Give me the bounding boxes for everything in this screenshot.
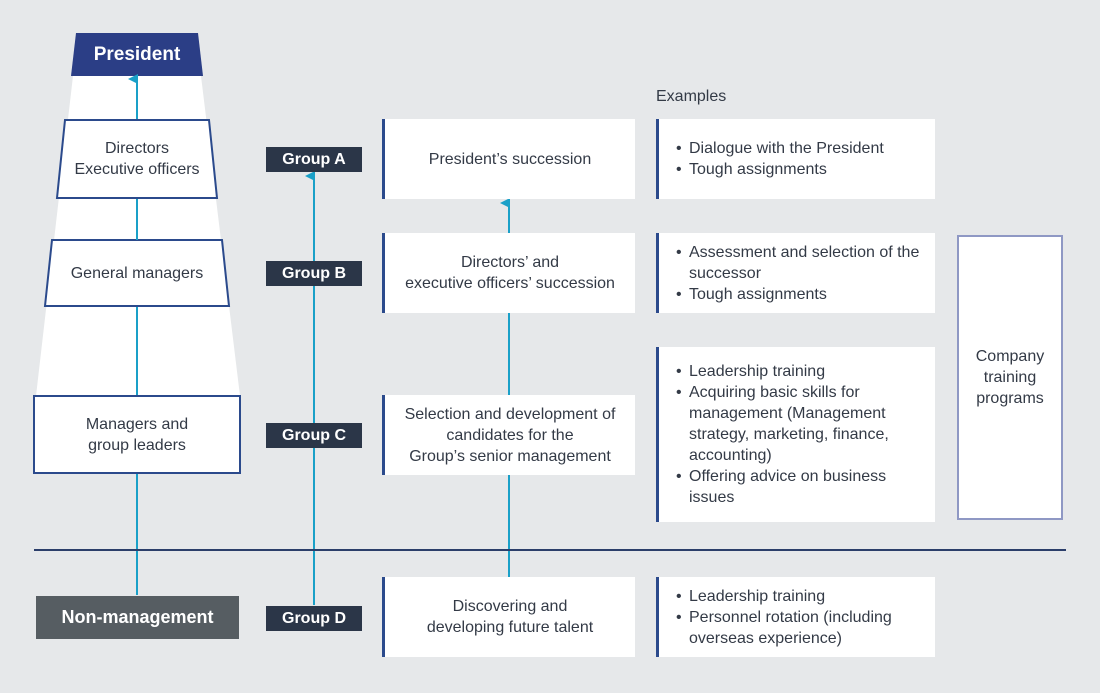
succession-c: Selection and development of candidates …: [382, 395, 635, 475]
succession-d-line-1: Discovering and: [452, 598, 568, 615]
example-item: Tough assignments: [676, 159, 925, 180]
managers-line-1: Managers and: [85, 415, 189, 433]
president-label: President: [93, 44, 181, 65]
succession-b-line-1: Directors’ and: [460, 254, 560, 271]
directors-label: Directors Executive officers: [57, 120, 217, 198]
general-managers-shape: [43, 239, 231, 307]
examples-title: Examples: [656, 88, 727, 105]
example-item: Dialogue with the President: [676, 138, 925, 159]
succession-b: Directors’ and executive officers’ succe…: [382, 233, 635, 313]
managers-label: Managers and group leaders: [34, 396, 240, 473]
managers-line-2: group leaders: [88, 436, 186, 454]
examples-b: Assessment and selection of the successo…: [656, 233, 935, 313]
non-management-label: Non-management: [36, 596, 239, 639]
examples-c: Leadership training Acquiring basic skil…: [656, 347, 935, 522]
succession-c-line-1: Selection and development of: [404, 405, 616, 423]
example-item: Personnel rotation (including overseas e…: [676, 607, 925, 649]
example-item: Acquiring basic skills for management (M…: [676, 382, 925, 466]
directors-line-1: Directors: [104, 140, 169, 157]
examples-a: Dialogue with the President Tough assign…: [656, 119, 935, 199]
example-item: Leadership training: [676, 361, 925, 382]
example-item: Leadership training: [676, 586, 925, 607]
general-managers-label: General managers: [70, 264, 204, 282]
directors-shape: [55, 119, 219, 199]
example-item: Offering advice on business issues: [676, 466, 925, 508]
company-line-2: training: [983, 369, 1037, 386]
examples-d: Leadership training Personnel rotation (…: [656, 577, 935, 657]
succession-b-line-2: executive officers’ succession: [405, 275, 615, 292]
group-a-label: Group A: [266, 147, 362, 172]
succession-c-line-3: Group’s senior management: [409, 447, 611, 465]
managers-shape: [33, 395, 241, 474]
company-line-1: Company: [975, 348, 1045, 365]
group-b-label: Group B: [266, 261, 362, 286]
example-item: Assessment and selection of the successo…: [676, 242, 925, 284]
president-shape: [71, 33, 203, 76]
directors-line-2: Executive officers: [74, 161, 200, 178]
company-training-programs: Company training programs: [957, 235, 1063, 520]
succession-a-line-1: President’s succession: [428, 150, 592, 168]
succession-d: Discovering and developing future talent: [382, 577, 635, 657]
group-c-label: Group C: [266, 423, 362, 448]
group-d-label: Group D: [266, 606, 362, 631]
succession-c-line-2: candidates for the: [446, 426, 574, 444]
succession-a: President’s succession: [382, 119, 635, 199]
succession-d-line-2: developing future talent: [426, 619, 594, 636]
example-item: Tough assignments: [676, 284, 925, 305]
company-line-3: programs: [976, 390, 1044, 407]
